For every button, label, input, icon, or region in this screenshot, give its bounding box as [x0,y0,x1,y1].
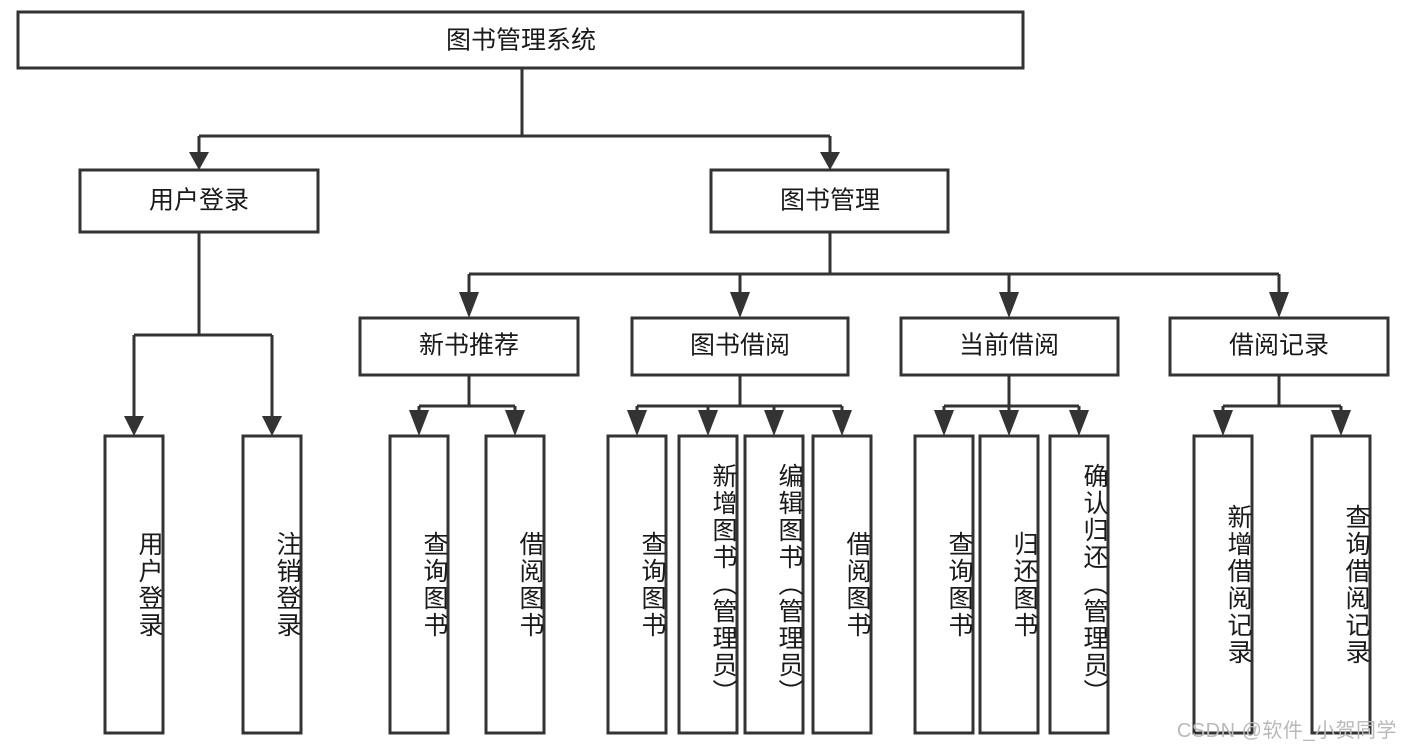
node-leaf-book-borrow-2-box[interactable] [677,434,739,735]
node-leaf-current-borrow-2-box[interactable] [978,434,1040,735]
arrow-userlogin-leaf-1 [124,416,144,436]
node-new-book-recommend-box[interactable] [358,316,580,377]
node-leaf-user-login-2-box[interactable] [241,434,303,735]
horizontal-labels-group: 图书管理系统 用户登录 图书管理 新书推荐 图书借阅 当前借阅 借阅记录 [149,27,1329,360]
node-book-borrow-label: 图书借阅 [690,332,790,360]
arrow-borrowrecord-leaf-1 [1213,410,1233,436]
node-leaf-user-login-1-box[interactable] [103,434,165,735]
node-borrow-record-box[interactable] [1168,316,1390,377]
node-new-book-recommend-label: 新书推荐 [419,332,519,360]
arrow-userlogin-leaf-2 [262,416,282,436]
node-user-login-label: 用户登录 [149,187,249,215]
node-leaf-book-borrow-3-box[interactable] [743,434,805,735]
arrow-root-to-book-manage [820,152,840,170]
node-book-manage-label: 图书管理 [780,187,880,215]
node-leaf-new-book-2-box[interactable] [484,434,546,735]
csdn-watermark: CSDN @软件_小贺同学 [1176,720,1397,742]
arrow-bookmanage-to-borrow-record [1269,292,1289,318]
node-leaf-book-borrow-1-box[interactable] [606,434,668,735]
arrow-bookmanage-to-book-borrow [730,292,750,318]
arrow-root-to-user-login [189,152,209,170]
edges-group [124,68,1351,436]
node-leaf-borrow-record-1-box[interactable] [1192,434,1254,735]
node-root-box[interactable] [16,10,1025,70]
arrow-currentborrow-leaf-3 [1069,410,1089,436]
node-leaf-borrow-record-2-box[interactable] [1310,434,1372,735]
arrow-currentborrow-leaf-1 [934,410,954,436]
arrow-bookmanage-to-new-book [459,292,479,318]
node-leaf-new-book-1-box[interactable] [388,434,450,735]
arrow-bookborrow-leaf-4 [832,410,852,436]
node-current-borrow-box[interactable] [899,316,1120,377]
node-leaf-current-borrow-3-box[interactable] [1048,434,1110,735]
arrow-borrowrecord-leaf-2 [1331,410,1351,436]
nodes-group [16,10,1390,735]
arrow-bookborrow-leaf-3 [764,410,784,436]
node-borrow-record-label: 借阅记录 [1229,332,1329,360]
node-leaf-book-borrow-4-box[interactable] [811,434,873,735]
arrow-currentborrow-leaf-2 [999,410,1019,436]
arrow-newbook-leaf-2 [505,410,525,436]
node-user-login-box[interactable] [78,168,320,234]
arrow-bookborrow-leaf-1 [627,410,647,436]
arrow-bookmanage-to-current-borrow [999,292,1019,318]
node-leaf-current-borrow-1-box[interactable] [913,434,975,735]
node-root-label: 图书管理系统 [446,27,596,55]
arrow-bookborrow-leaf-2 [698,410,718,436]
node-current-borrow-label: 当前借阅 [959,332,1059,360]
node-book-borrow-box[interactable] [630,316,850,377]
node-book-manage-box[interactable] [709,168,950,234]
arrow-newbook-leaf-1 [409,410,429,436]
